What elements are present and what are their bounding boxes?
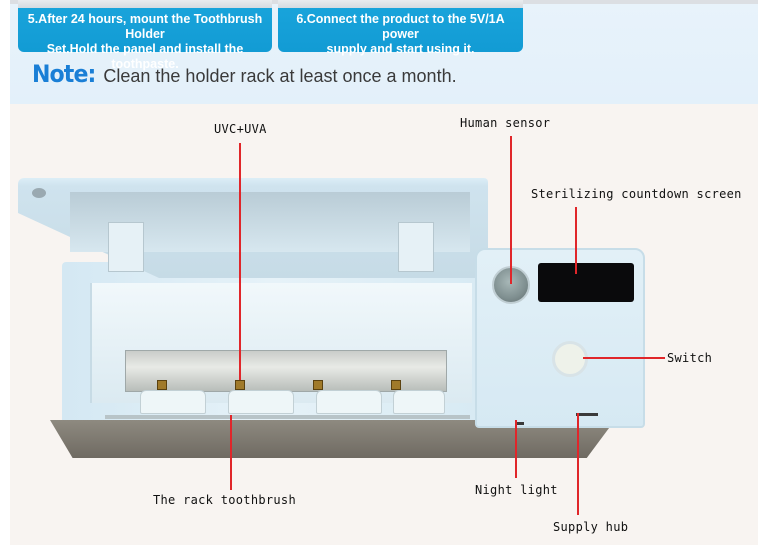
callout-uv-light: UVC+UVA — [214, 122, 267, 136]
brush-slot — [228, 390, 294, 414]
callout-line-night-light — [515, 420, 517, 478]
rack-rail — [105, 415, 470, 419]
step-card-6: 6.Connect the product to the 5V/1A power… — [278, 0, 523, 56]
callout-rack: The rack toothbrush — [153, 493, 296, 507]
human-sensor-icon — [492, 266, 530, 304]
power-switch-button — [552, 341, 588, 377]
lid-hinge-right — [398, 222, 434, 272]
note-label: Note: — [32, 60, 96, 88]
instruction-panel: 5.After 24 hours, mount the Toothbrush H… — [10, 0, 758, 104]
callout-line-rack — [230, 415, 232, 490]
callout-switch: Switch — [667, 351, 713, 365]
callout-supply-hub: Supply hub — [553, 520, 629, 534]
step-card-5: 5.After 24 hours, mount the Toothbrush H… — [18, 0, 272, 71]
step-5-line-2: Set.Hold the panel and install the tooth… — [46, 42, 244, 71]
note-text: Clean the holder rack at least once a mo… — [103, 66, 457, 86]
callout-line-screen — [575, 207, 577, 274]
callout-night-light: Night light — [475, 483, 558, 497]
supply-hub-port — [576, 413, 598, 416]
callout-human-sensor: Human sensor — [460, 116, 551, 130]
callout-line-uv — [239, 143, 241, 380]
night-light-port — [516, 422, 524, 425]
step-5-line-1: 5.After 24 hours, mount the Toothbrush H… — [27, 12, 263, 41]
step-6-line-2: supply and start using it. — [326, 42, 475, 56]
brush-slot — [316, 390, 382, 414]
callout-line-supply-hub — [577, 413, 579, 515]
brush-slot — [140, 390, 206, 414]
lid-hinge-left — [108, 222, 144, 272]
countdown-screen — [538, 263, 634, 302]
callout-line-switch — [583, 357, 665, 359]
lid-screw-hole — [32, 188, 46, 198]
step-6-line-1: 6.Connect the product to the 5V/1A power — [296, 12, 505, 41]
uv-led-icon — [235, 380, 245, 390]
uv-led-icon — [313, 380, 323, 390]
brush-slot — [393, 390, 445, 414]
uv-led-icon — [391, 380, 401, 390]
maintenance-note: Note: Clean the holder rack at least onc… — [32, 60, 457, 88]
callout-line-sensor — [510, 136, 512, 284]
uv-led-icon — [157, 380, 167, 390]
product-infographic: 5.After 24 hours, mount the Toothbrush H… — [10, 0, 758, 545]
callout-countdown-screen: Sterilizing countdown screen — [531, 187, 742, 201]
